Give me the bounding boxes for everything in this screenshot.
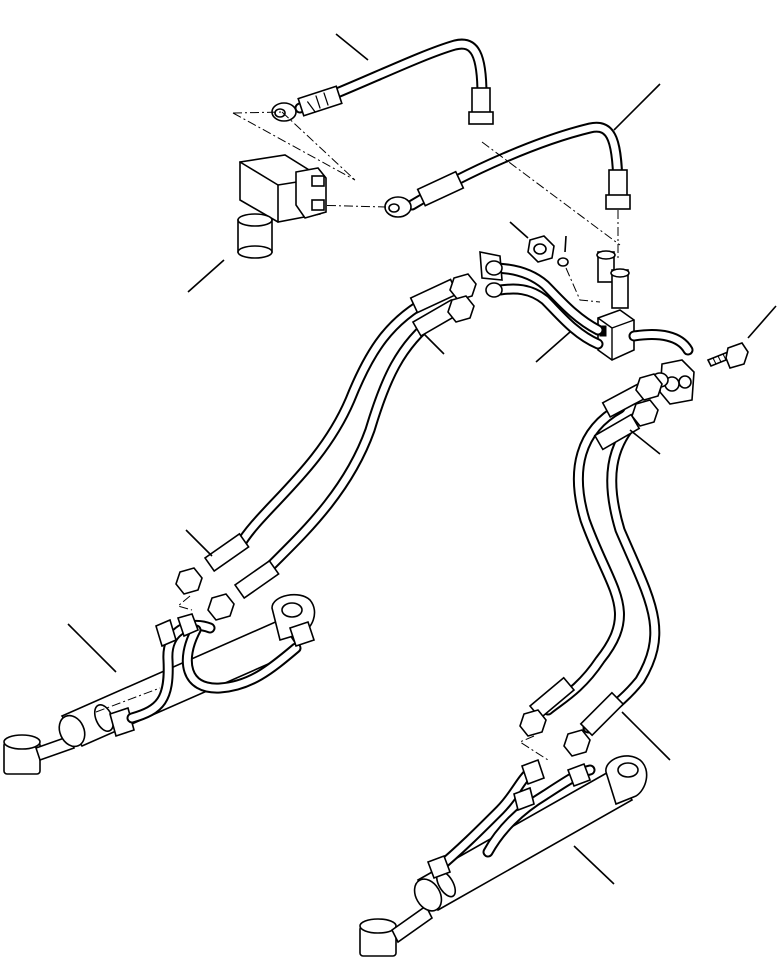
right-hose-pair <box>519 373 663 757</box>
right-cylinder <box>359 755 648 957</box>
leader-right-cylinder <box>573 845 615 885</box>
leader-upper-hose-b <box>613 83 661 131</box>
left-hose-pair <box>175 273 477 621</box>
leader-right-hose-upper <box>629 429 661 455</box>
hex-nut <box>527 235 555 263</box>
leader-valve-block <box>535 331 571 363</box>
leader-control-valve <box>187 259 225 293</box>
control-valve <box>237 154 327 259</box>
leader-o-ring <box>564 235 567 253</box>
leader-left-hose-upper <box>423 333 445 355</box>
leader-left-hose-lower <box>185 529 213 557</box>
upper-hose-b <box>384 121 631 218</box>
leader-mounting-bolt <box>747 305 777 339</box>
leader-upper-hose-a <box>335 33 369 61</box>
upper-hose-a <box>271 38 494 125</box>
leader-right-hose-lower <box>621 711 671 761</box>
left-cylinder <box>3 593 316 775</box>
leader-left-cylinder <box>67 623 117 673</box>
leader-hex-nut <box>509 221 529 239</box>
o-ring <box>557 257 569 267</box>
valve-block <box>479 250 695 405</box>
mounting-bolt <box>706 342 749 369</box>
